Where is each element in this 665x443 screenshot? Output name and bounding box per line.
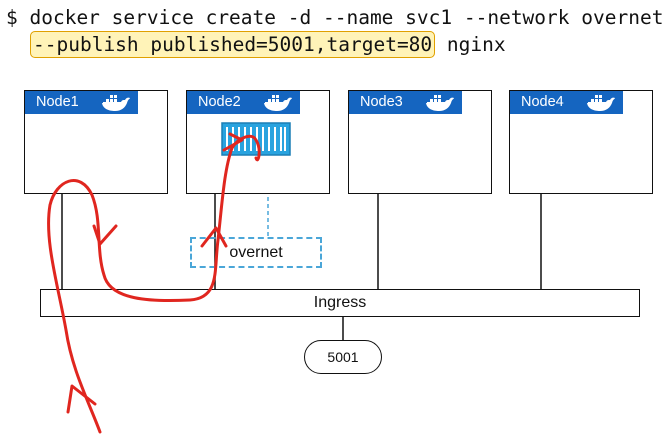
published-port-label: 5001 bbox=[327, 349, 359, 365]
published-port: 5001 bbox=[304, 340, 382, 374]
node-4-label: Node4 bbox=[521, 94, 564, 110]
node-4: Node4 bbox=[509, 90, 653, 194]
node-1-label: Node1 bbox=[36, 94, 79, 110]
command-image-name: nginx bbox=[435, 33, 506, 56]
command-line-2: --publish published=5001,target=80 nginx bbox=[30, 31, 506, 58]
node-2-header: Node2 bbox=[187, 91, 300, 114]
docker-whale-icon bbox=[426, 95, 454, 111]
arrowhead-node2 bbox=[200, 226, 228, 248]
overnet-network: overnet bbox=[190, 237, 322, 268]
node-1: Node1 bbox=[24, 90, 168, 194]
traffic-path bbox=[47, 134, 261, 434]
ingress-network: Ingress bbox=[40, 289, 640, 317]
overnet-label: overnet bbox=[229, 244, 283, 261]
command-line-1: $ docker service create -d --name svc1 -… bbox=[6, 6, 665, 29]
docker-whale-icon bbox=[102, 95, 130, 111]
node-3-header: Node3 bbox=[349, 91, 462, 114]
node-1-header: Node1 bbox=[25, 91, 138, 114]
node-4-header: Node4 bbox=[510, 91, 623, 114]
node-3-label: Node3 bbox=[360, 94, 403, 110]
ingress-label: Ingress bbox=[313, 294, 367, 311]
node-3: Node3 bbox=[348, 90, 492, 194]
node-2-label: Node2 bbox=[198, 94, 241, 110]
publish-flag-highlight: --publish published=5001,target=80 bbox=[30, 31, 436, 58]
docker-whale-icon bbox=[587, 95, 615, 111]
arrowhead-bottom bbox=[66, 384, 97, 414]
arrowhead-node1 bbox=[92, 224, 118, 246]
docker-whale-icon bbox=[264, 95, 292, 111]
arrowhead-container bbox=[222, 132, 244, 152]
